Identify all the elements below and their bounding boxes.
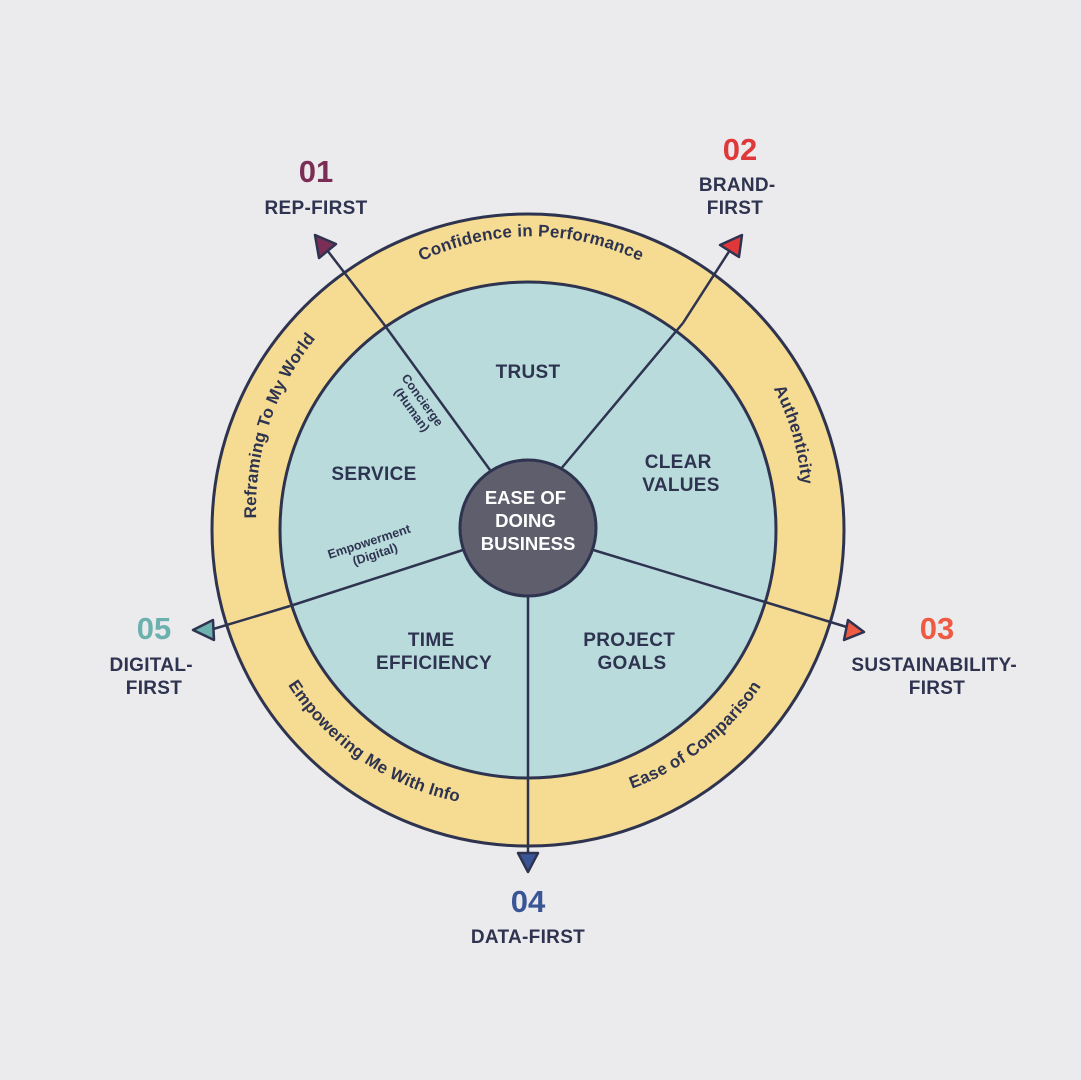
approach-02-label: BRAND- FIRST <box>699 175 781 219</box>
approach-03-label: SUSTAINABILITY- FIRST <box>851 655 1022 699</box>
segment-time-efficiency-line-1: TIME <box>408 630 455 651</box>
segment-trust-line-1: TRUST <box>496 362 561 383</box>
approach-05: 05 DIGITAL- FIRST <box>110 611 199 699</box>
approach-03-line-1: SUSTAINABILITY- <box>851 655 1017 676</box>
approach-03-number: 03 <box>920 611 954 646</box>
approach-04: 04 DATA-FIRST <box>471 884 585 948</box>
arrow-line-03 <box>764 600 851 630</box>
segment-service: SERVICE <box>331 464 416 485</box>
approach-01-number: 01 <box>299 154 333 189</box>
approach-05-label: DIGITAL- FIRST <box>110 655 199 699</box>
arrow-line-02 <box>681 249 732 324</box>
approach-04-number: 04 <box>511 884 546 919</box>
segment-project-goals: PROJECT GOALS <box>583 630 680 674</box>
arrowhead-03 <box>842 618 866 642</box>
approach-02: 02 BRAND- FIRST <box>699 132 781 219</box>
center-hub <box>458 458 598 598</box>
approach-05-line-1: DIGITAL- <box>110 655 193 676</box>
arrowhead-04 <box>516 851 540 874</box>
approach-03-line-2: FIRST <box>909 678 965 699</box>
approach-02-line-1: BRAND- <box>699 175 776 196</box>
divider-clear-goals <box>589 547 766 604</box>
center-line-2: DOING <box>495 510 556 531</box>
approach-01: 01 REP-FIRST <box>265 154 368 219</box>
center-line-3: BUSINESS <box>481 533 576 554</box>
segment-service-line-1: SERVICE <box>331 464 416 485</box>
segment-time-efficiency-line-2: EFFICIENCY <box>376 653 492 674</box>
approach-04-line-1: DATA-FIRST <box>471 927 585 948</box>
segment-project-goals-line-2: GOALS <box>597 653 666 674</box>
divider-service-trust <box>381 322 492 471</box>
approach-01-line-1: REP-FIRST <box>265 198 368 219</box>
arrowhead-01 <box>313 233 338 260</box>
segment-trust: TRUST <box>496 362 561 383</box>
arrowhead-02 <box>718 233 744 259</box>
segment-clear-values-line-2: VALUES <box>642 475 719 496</box>
approach-05-number: 05 <box>137 611 171 646</box>
arrow-line-05 <box>209 604 291 632</box>
approach-05-line-2: FIRST <box>126 678 182 699</box>
segment-project-goals-line-1: PROJECT <box>583 630 675 651</box>
approach-02-number: 02 <box>723 132 757 167</box>
arrowhead-05 <box>191 618 216 642</box>
segment-time-efficiency: TIME EFFICIENCY <box>376 630 492 674</box>
approach-01-label: REP-FIRST <box>265 198 368 219</box>
segment-clear-values-line-1: CLEAR <box>645 452 712 473</box>
approach-02-line-2: FIRST <box>707 198 763 219</box>
approach-03: 03 SUSTAINABILITY- FIRST <box>851 611 1022 699</box>
approach-04-label: DATA-FIRST <box>471 927 585 948</box>
center-line-1: EASE OF <box>485 487 566 508</box>
arrow-line-01 <box>326 249 384 324</box>
divider-time-service <box>289 547 467 608</box>
divider-trust-clear <box>559 322 684 471</box>
segment-clear-values: CLEAR VALUES <box>642 452 719 496</box>
center-title: EASE OF DOING BUSINESS <box>481 487 576 554</box>
